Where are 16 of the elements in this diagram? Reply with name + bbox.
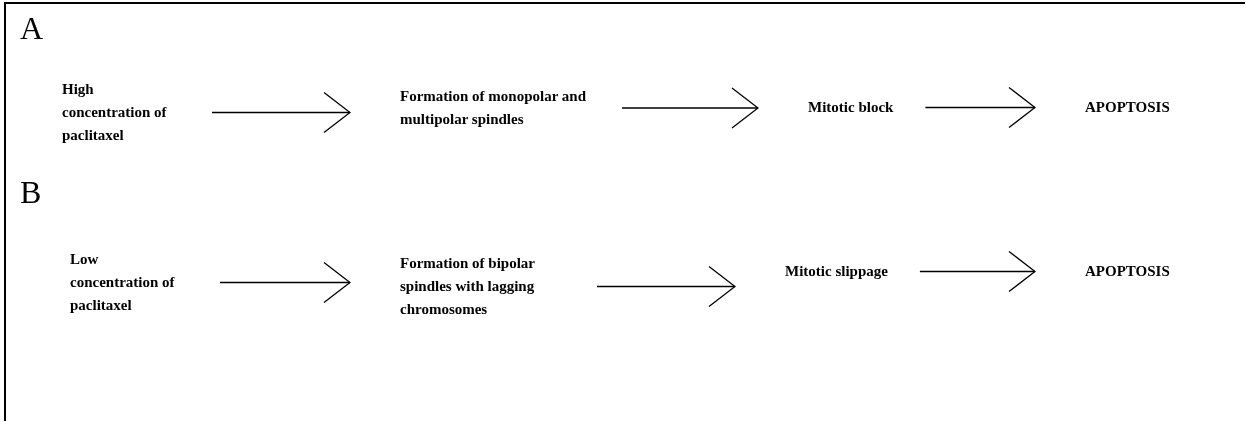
arrow [219,261,351,304]
arrow [924,86,1036,129]
step-text: APOPTOSIS [1085,260,1170,283]
step-text: High concentration of paclitaxel [62,78,180,147]
panel-letter: A [20,12,44,44]
arrow [919,250,1036,293]
step-text: Formation of bipolar spindles with lagging chromosomes [400,252,565,321]
arrow [596,265,736,308]
arrow [211,91,351,134]
step-text: APOPTOSIS [1085,96,1170,119]
step-text: Formation of monopolar and multipolar spindles [400,85,590,131]
step-text: Mitotic slippage [785,260,888,283]
step-text: Low concentration of paclitaxel [70,248,188,317]
arrow [621,87,759,129]
step-text: Mitotic block [808,96,894,119]
panel-letter: B [20,176,42,208]
